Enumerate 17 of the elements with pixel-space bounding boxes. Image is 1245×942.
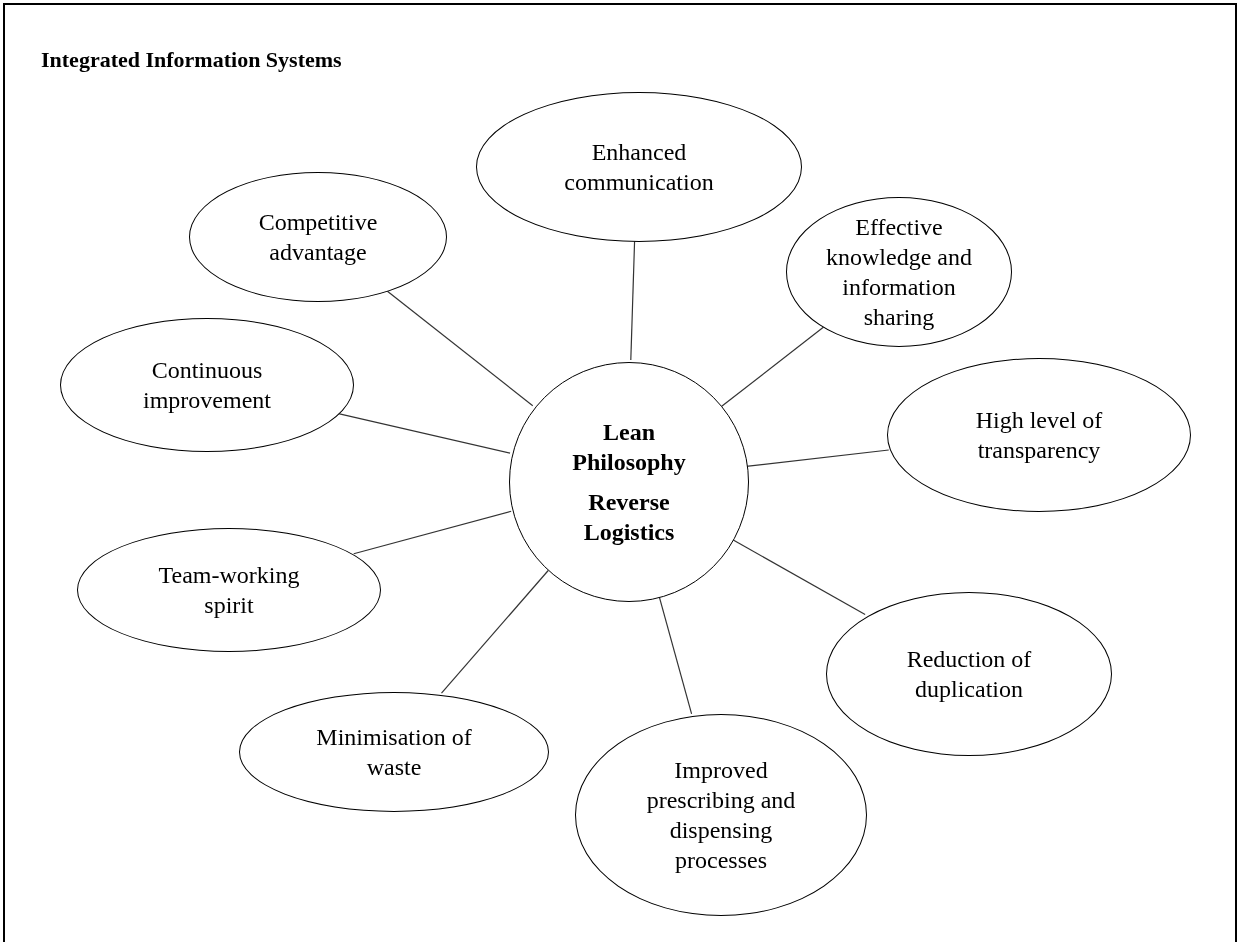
topic-label: Team-working spirit xyxy=(157,561,301,620)
topic-label: Competitive advantage xyxy=(257,208,379,267)
topic-label: Enhanced communication xyxy=(563,138,715,197)
connector-line xyxy=(440,569,549,694)
connector-line xyxy=(658,595,693,715)
topic-label: Improved prescribing and dispensing processes xyxy=(645,756,797,875)
diagram-heading: Integrated Information Systems xyxy=(41,47,342,73)
topic-label: High level of transparency xyxy=(974,406,1104,465)
topic-label: Reverse Logistics xyxy=(582,488,676,547)
frame-border xyxy=(3,3,1237,942)
connector-line xyxy=(721,326,825,407)
topic-label: Continuous improvement xyxy=(142,356,272,415)
connector-line xyxy=(353,510,512,555)
topic-label: Minimisation of waste xyxy=(315,723,473,782)
topic-label: Lean Philosophy xyxy=(571,418,687,477)
topic-label: Reduction of duplication xyxy=(905,645,1033,704)
topic-label: Effective knowledge and information sharing xyxy=(825,213,973,332)
